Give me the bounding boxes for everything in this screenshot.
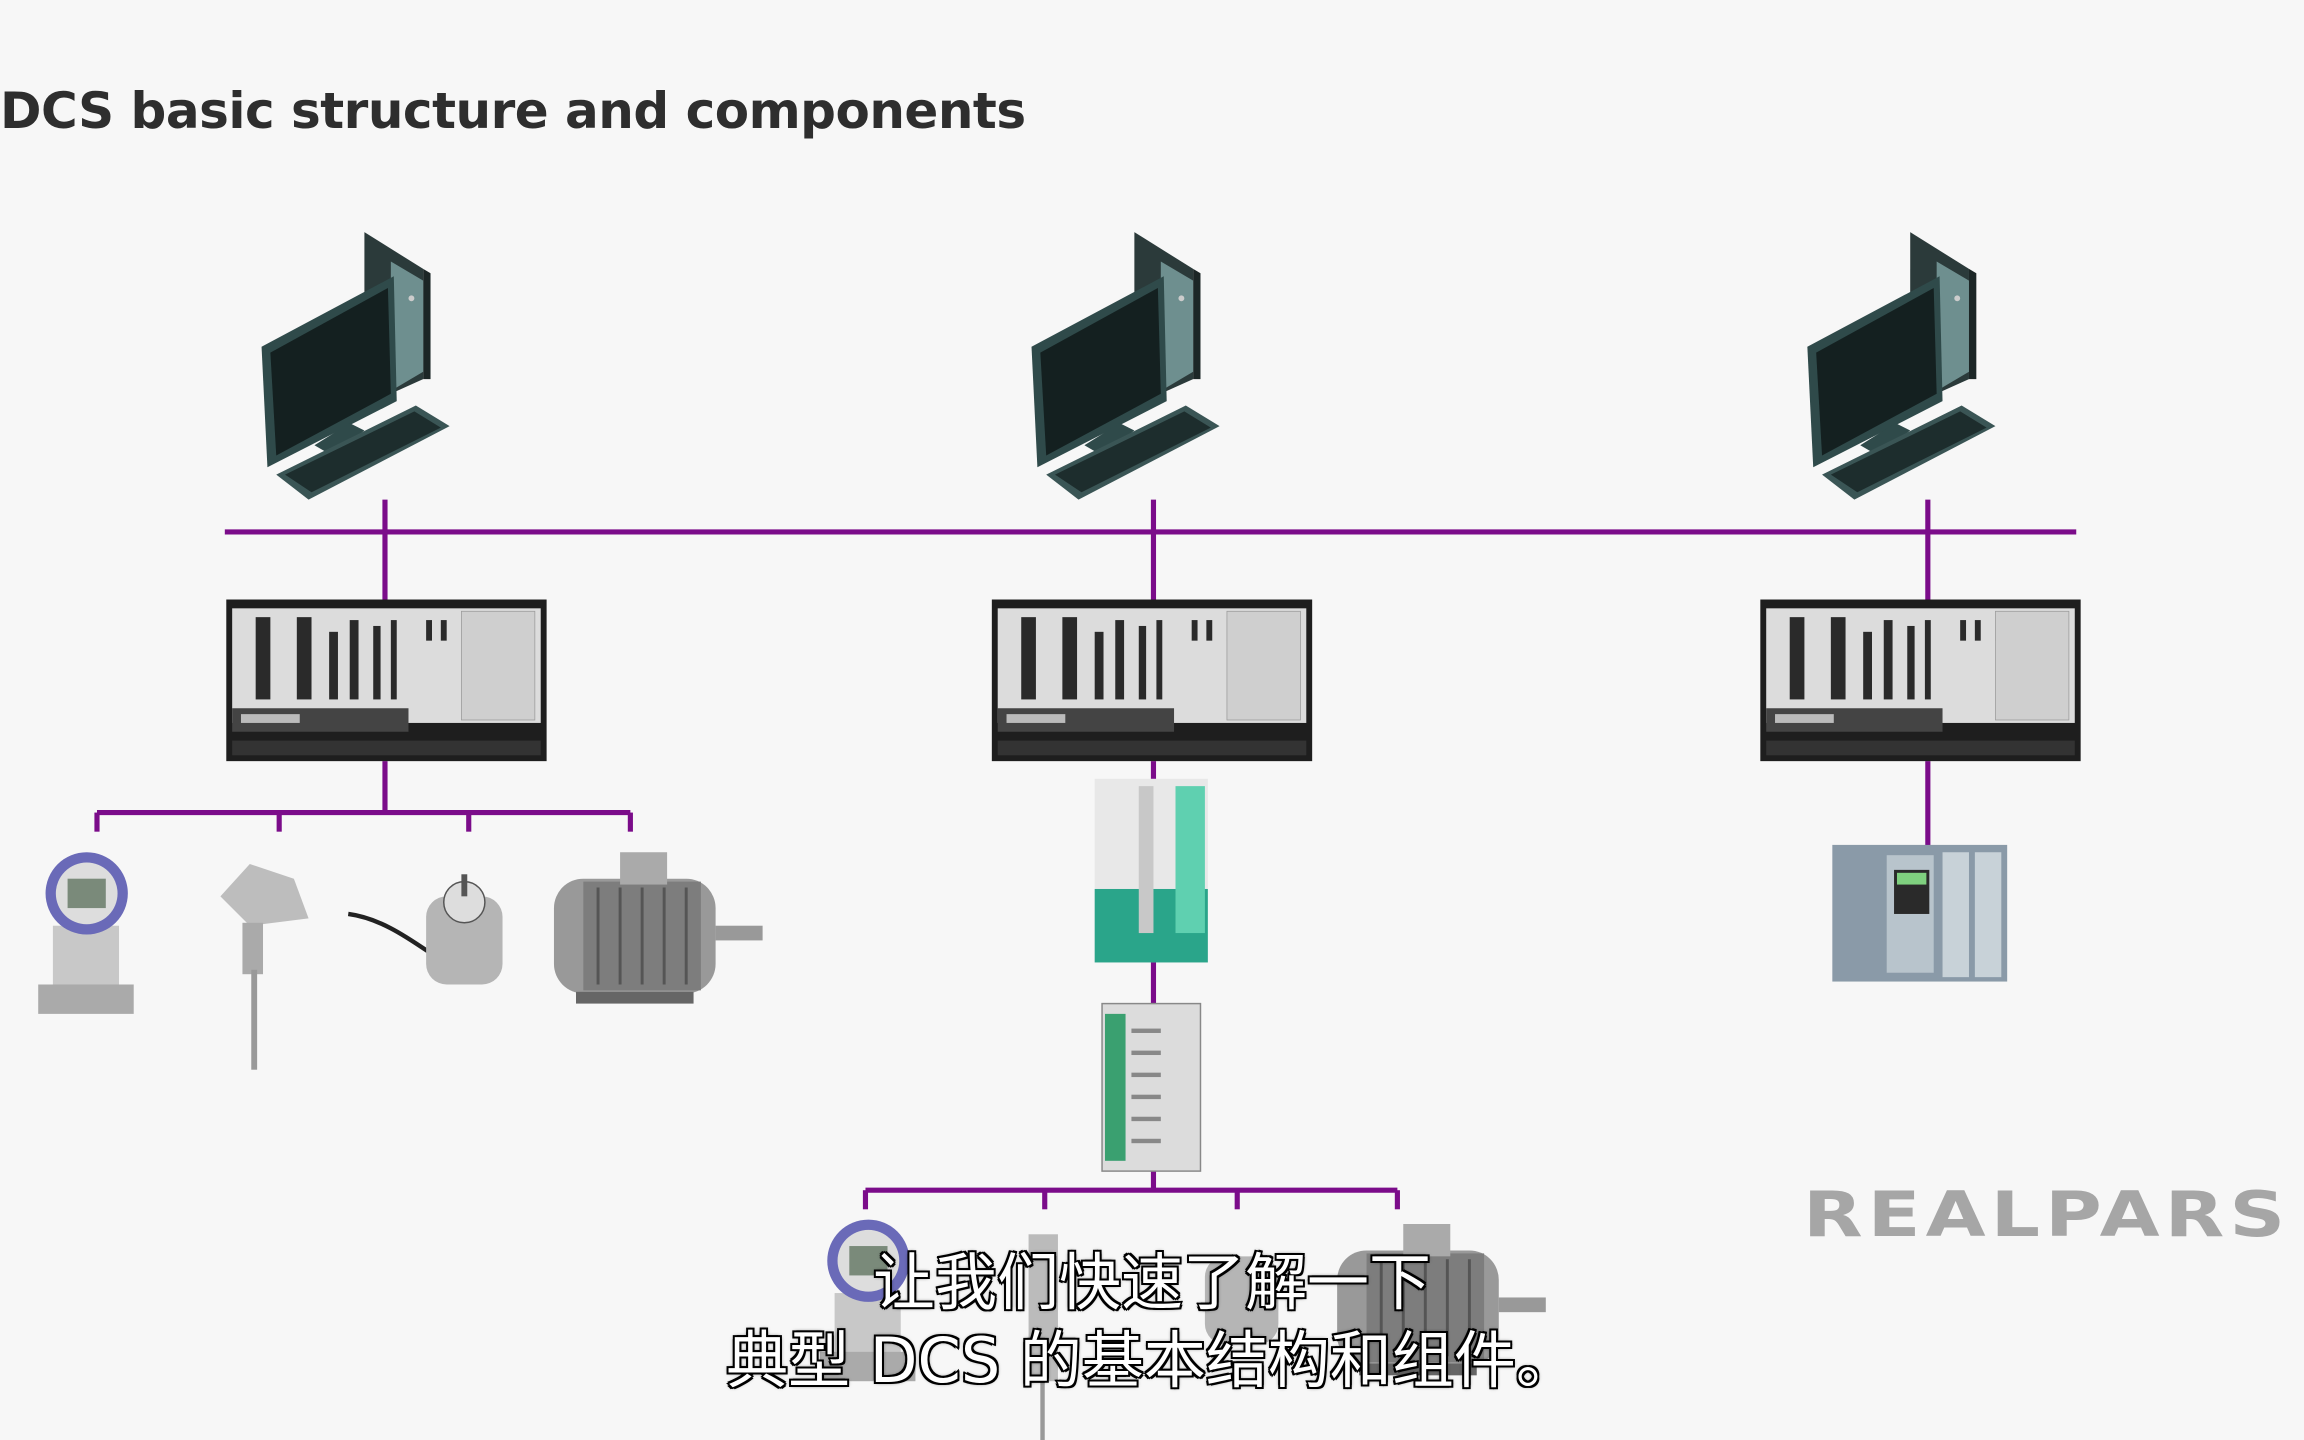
operator-workstation-1 [261, 232, 450, 500]
io-module [1094, 778, 1208, 963]
network-bus [94, 499, 2077, 1210]
controller-rack-3 [1759, 598, 2082, 762]
io-terminal-module [1101, 1002, 1202, 1172]
electric-motor [552, 850, 765, 1006]
realpars-logo: REALPARS [1803, 1178, 2291, 1251]
slide-title: DCS basic structure and components [0, 82, 1026, 140]
encoder-2 [1204, 1256, 1279, 1345]
pressure-transmitter [38, 852, 134, 1014]
subtitle-line-1: 让我们快速了解一下 [871, 1245, 1432, 1321]
encoder [347, 874, 503, 985]
temperature-sensor [220, 864, 309, 1070]
subtitle-line-2: 典型 DCS 的基本结构和组件。 [725, 1323, 1580, 1399]
controller-rack-2 [991, 598, 1313, 762]
plc [1832, 844, 2008, 982]
operator-workstation-2 [1031, 232, 1220, 500]
operator-workstation-3 [1807, 232, 1996, 500]
controller-rack-1 [225, 598, 548, 762]
temperature-sensor-2 [1028, 1234, 1058, 1440]
